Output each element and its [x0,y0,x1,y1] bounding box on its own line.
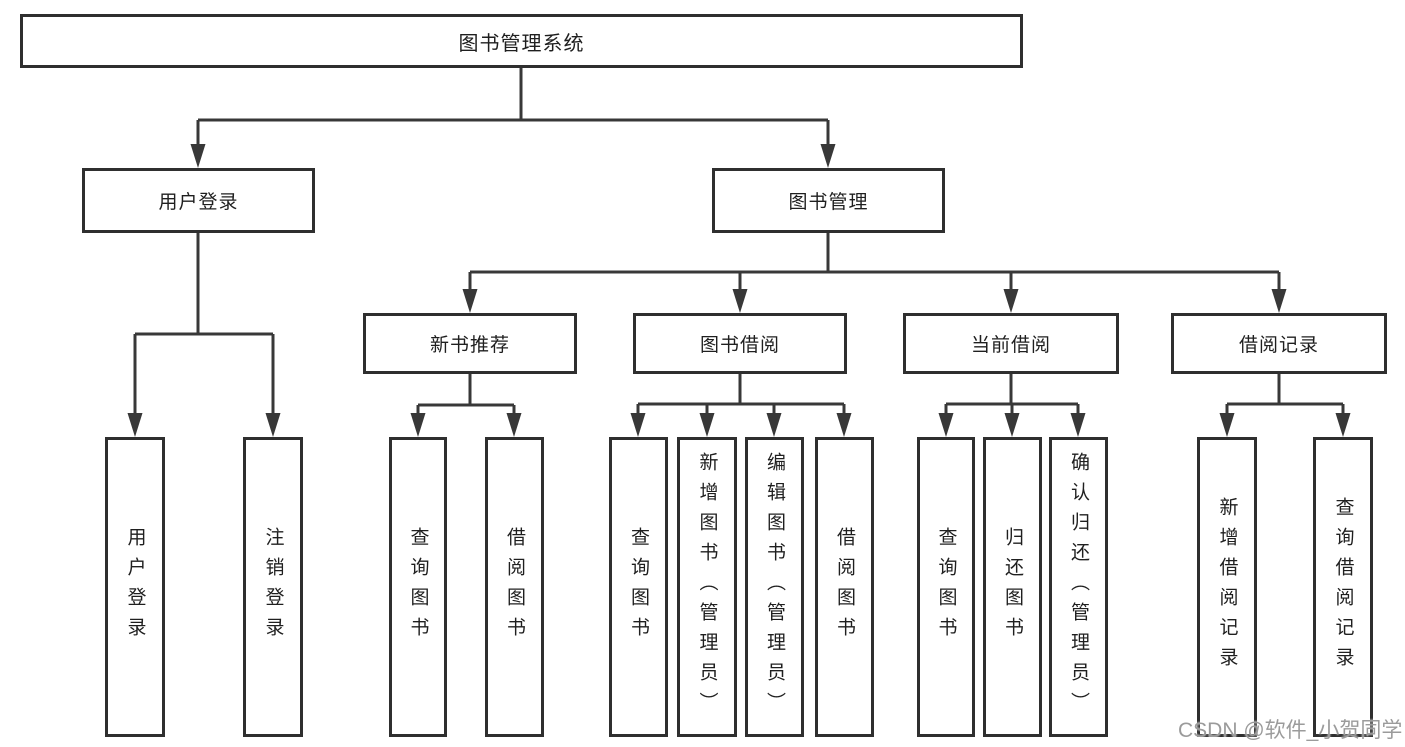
leaf-query-borrow-record: 查询借阅记录 [1313,437,1373,737]
node-book-borrow: 图书借阅 [633,313,847,374]
arrowhead [1219,413,1235,437]
arrowhead [699,413,715,437]
leaf-user-login-label: 用户登录 [124,527,146,647]
connector-paths [133,65,1345,415]
node-new-book-recommend-label: 新书推荐 [429,335,510,356]
leaf-user-login: 用户登录 [105,437,165,737]
borrow-records-to-leaves-lines [1225,374,1345,415]
node-new-book-recommend: 新书推荐 [363,313,577,374]
node-user-login: 用户登录 [82,168,315,233]
arrowheads [127,144,1351,437]
leaf-query-books-borrow: 查询图书 [609,437,668,737]
leaf-edit-book-admin: 编辑图书（管理员） [745,437,804,737]
leaf-return-book-label: 归还图书 [1002,527,1023,647]
node-current-borrow-label: 当前借阅 [970,335,1051,356]
node-user-login-label: 用户登录 [158,192,239,213]
arrowhead [462,289,478,313]
arrowhead [820,144,836,168]
node-current-borrow: 当前借阅 [903,313,1119,374]
arrowhead [766,413,782,437]
node-book-management: 图书管理 [712,168,945,233]
leaf-add-book-admin-label: 新增图书（管理员） [696,452,718,722]
leaf-logout: 注销登录 [243,437,303,737]
leaf-borrow-books-newbook: 借阅图书 [485,437,544,737]
leaf-query-borrow-record-label: 查询借阅记录 [1332,497,1354,677]
leaf-borrow-books-newbook-label: 借阅图书 [504,527,525,647]
leaf-add-book-admin: 新增图书（管理员） [677,437,737,737]
arrowhead [836,413,852,437]
node-root-label: 图书管理系统 [458,32,585,55]
leaf-confirm-return-admin-label: 确认归还（管理员） [1068,452,1089,722]
new-book-to-leaves-lines [416,374,516,415]
leaf-edit-book-admin-label: 编辑图书（管理员） [764,452,785,722]
csdn-watermark: CSDN @软件_小贺同学 [1178,719,1403,742]
arrowhead [732,289,748,313]
arrowhead [127,413,143,437]
arrowhead [938,413,954,437]
node-borrow-records: 借阅记录 [1171,313,1387,374]
current-borrow-to-leaves-lines [944,374,1080,415]
arrowhead [506,413,522,437]
arrowhead [1070,413,1086,437]
node-borrow-records-label: 借阅记录 [1238,335,1319,356]
book-management-to-level3-lines [468,233,1281,292]
leaf-borrow-books-borrow: 借阅图书 [815,437,874,737]
arrowhead [190,144,206,168]
arrowhead [1003,289,1019,313]
leaf-query-books-newbook: 查询图书 [389,437,447,737]
leaf-query-books-current-label: 查询图书 [935,527,957,647]
arrowhead [265,413,281,437]
leaf-borrow-books-borrow-label: 借阅图书 [834,527,855,647]
user-login-to-leaves-lines [133,233,275,415]
leaf-query-books-borrow-label: 查询图书 [628,527,649,647]
root-to-level2-lines [196,65,830,146]
arrowhead [410,413,426,437]
leaf-confirm-return-admin: 确认归还（管理员） [1049,437,1108,737]
arrowhead [630,413,646,437]
arrowhead [1335,413,1351,437]
leaf-logout-label: 注销登录 [262,527,284,647]
leaf-return-book: 归还图书 [983,437,1042,737]
arrowhead [1271,289,1287,313]
leaf-add-borrow-record: 新增借阅记录 [1197,437,1257,737]
leaf-query-books-current: 查询图书 [917,437,975,737]
node-book-management-label: 图书管理 [788,192,869,213]
leaf-add-borrow-record-label: 新增借阅记录 [1216,497,1238,677]
book-borrow-to-leaves-lines [636,374,846,415]
node-book-borrow-label: 图书借阅 [699,335,780,356]
arrowhead [1004,413,1020,437]
node-root: 图书管理系统 [20,14,1023,68]
leaf-query-books-newbook-label: 查询图书 [407,527,429,647]
